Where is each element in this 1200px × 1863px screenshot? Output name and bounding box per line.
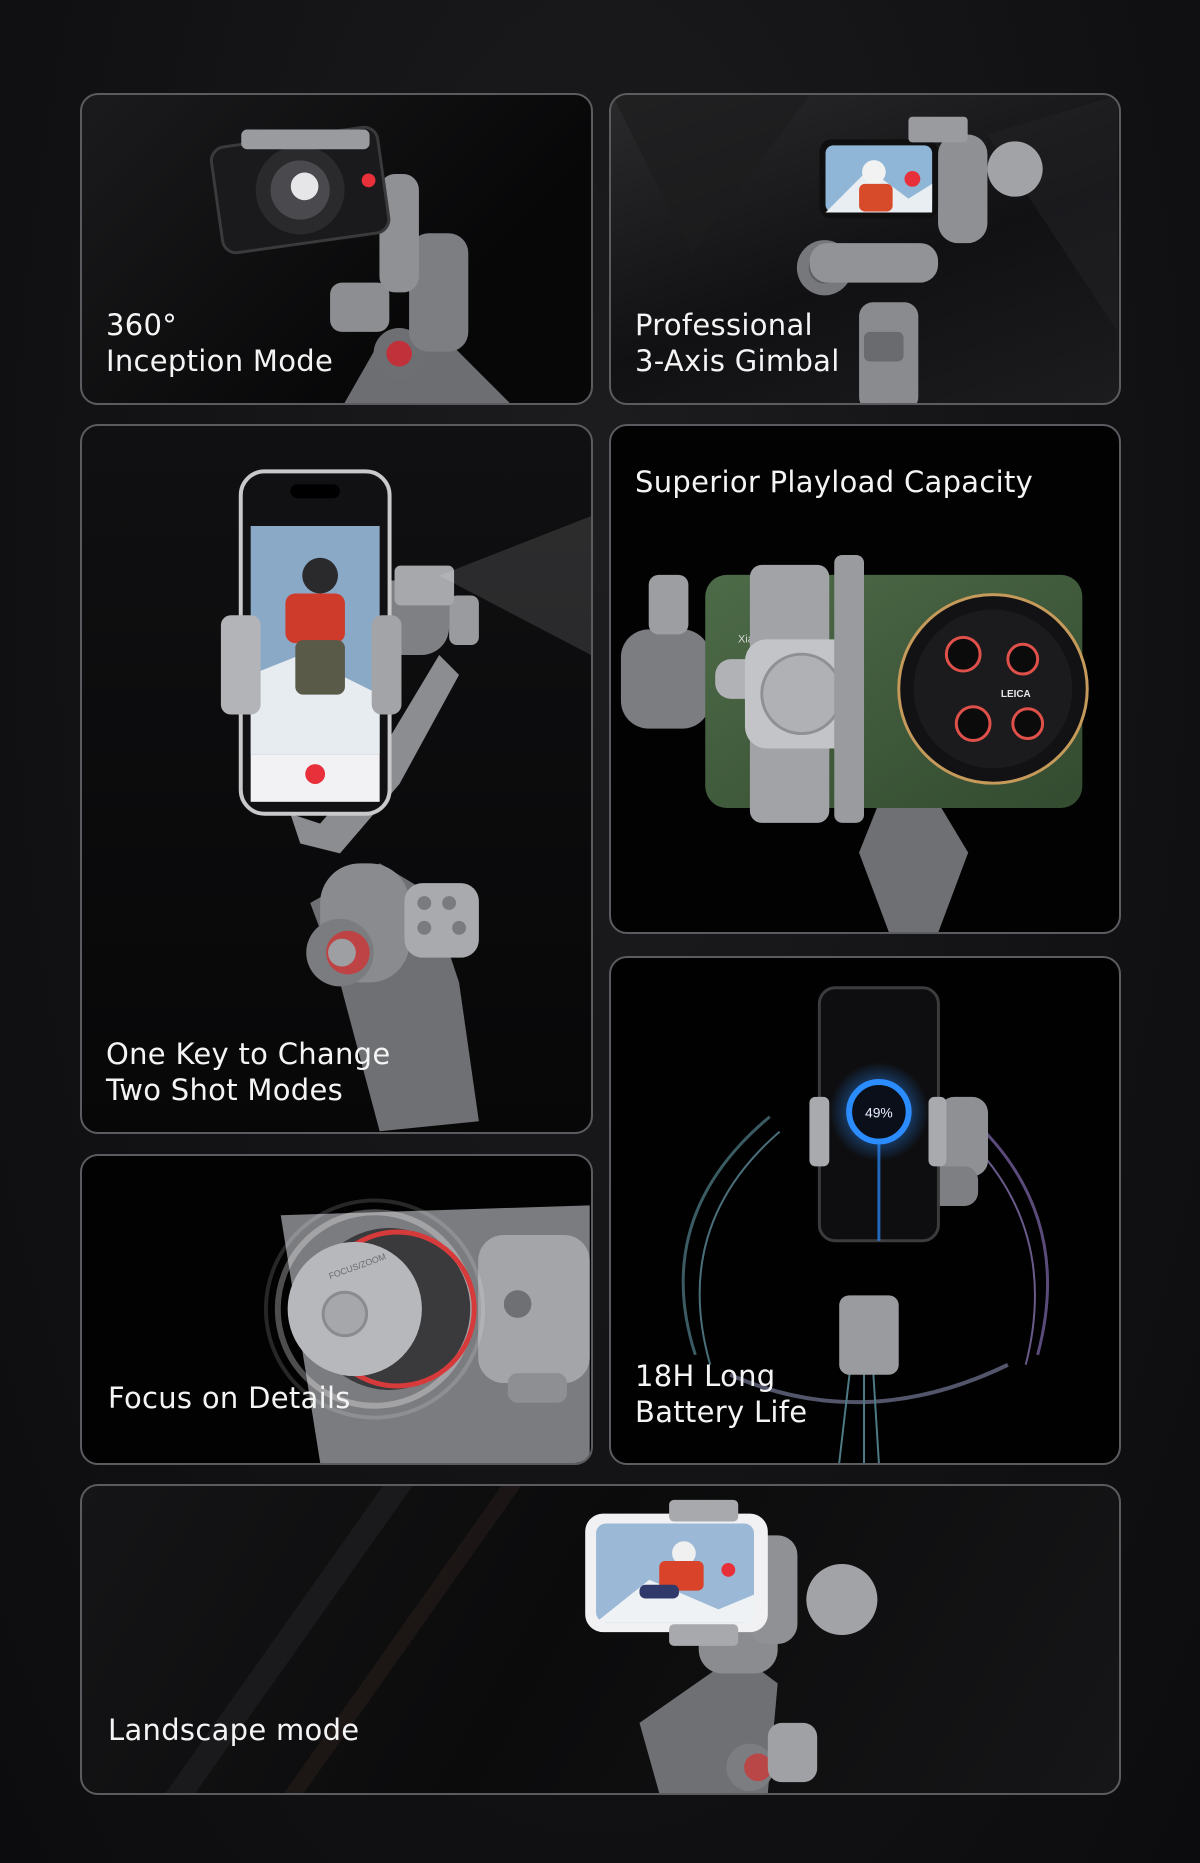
card-caption: Focus on Details: [108, 1381, 351, 1415]
feature-card-landscape: Landscape mode: [80, 1484, 1121, 1795]
card-caption: 18H Long Battery Life: [635, 1359, 808, 1429]
gimbal-payload-image: LEICA Xiaomi: [620, 554, 1089, 932]
gimbal-portrait-image: [220, 469, 591, 1132]
card-caption: One Key to Change Two Shot Modes: [106, 1037, 391, 1107]
card-caption: Superior Playload Capacity: [635, 465, 1034, 499]
gimbal-landscape-image: [165, 1486, 878, 1793]
card-caption: Professional 3-Axis Gimbal: [635, 308, 840, 378]
gimbal-inception-image: [209, 125, 510, 403]
feature-card-one-key: One Key to Change Two Shot Modes: [80, 424, 593, 1134]
feature-card-payload: LEICA Xiaomi Superior Playload Capacity: [609, 424, 1121, 934]
feature-card-gimbal: Professional 3-Axis Gimbal: [609, 93, 1121, 405]
focus-dial-image: FOCUS/ZOOM: [263, 1198, 590, 1463]
lens-brand-label: LEICA: [1001, 689, 1031, 700]
feature-card-inception: 360° Inception Mode: [80, 93, 593, 405]
battery-percent: 49%: [865, 1105, 893, 1121]
feature-card-focus: FOCUS/ZOOM Focus on Details: [80, 1154, 593, 1465]
card-caption: 360° Inception Mode: [106, 308, 334, 378]
feature-card-battery: 49% 18H Long Battery Life: [609, 956, 1121, 1465]
battery-gimbal-image: 49%: [681, 986, 1049, 1463]
card-caption: Landscape mode: [108, 1713, 360, 1747]
gimbal-3-axis-image: [612, 95, 1118, 403]
